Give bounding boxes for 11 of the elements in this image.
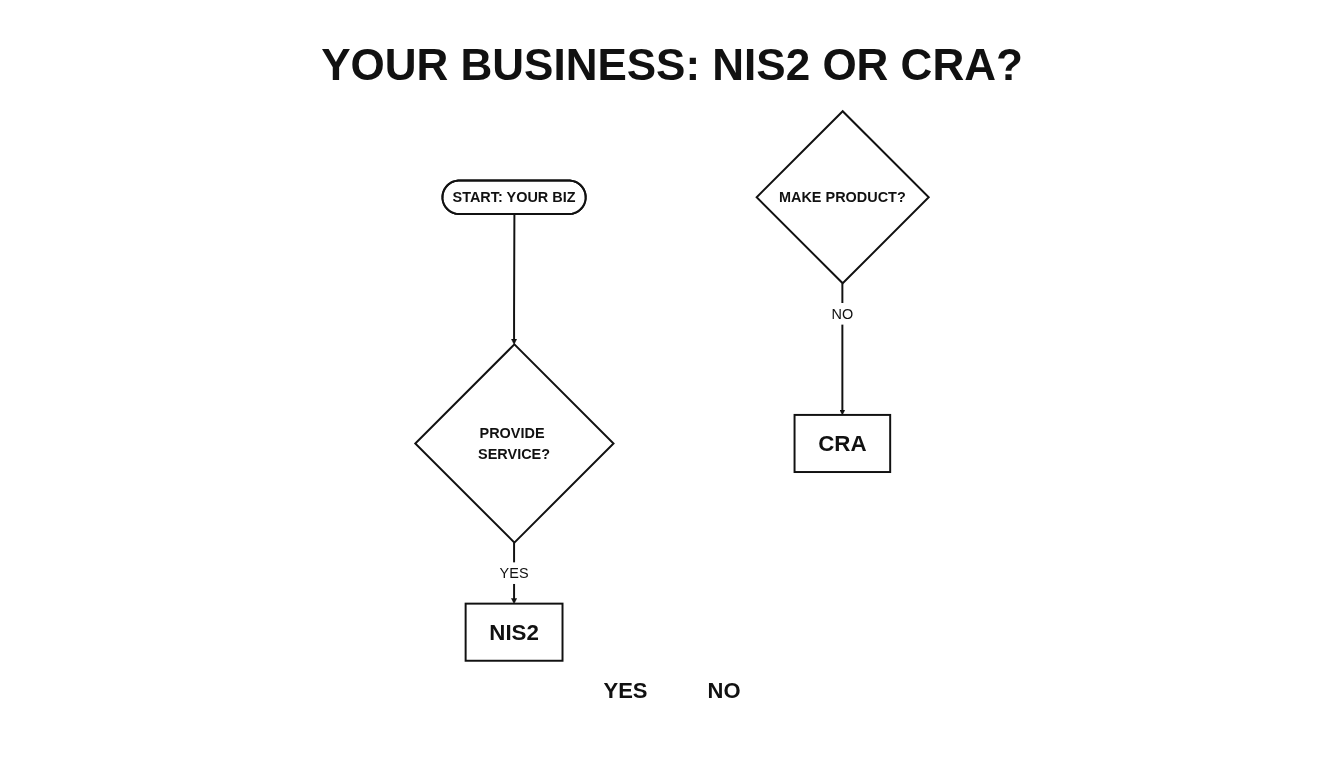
arrow [511, 213, 517, 345]
title: YOUR BUSINESS: NIS2 OR CRA? [321, 40, 1023, 90]
node-box: NIS2 [464, 602, 564, 662]
edge-label: NO [831, 305, 854, 323]
node-diamond: PROVIDE SERVICE? [413, 342, 615, 544]
branch-label: YES [603, 678, 648, 704]
node-diamond: MAKE PRODUCT? [755, 109, 931, 285]
branch-label: NO [707, 678, 741, 704]
edge-label: YES [499, 564, 529, 582]
node-box: CRA [793, 413, 892, 473]
arrow [839, 282, 846, 416]
